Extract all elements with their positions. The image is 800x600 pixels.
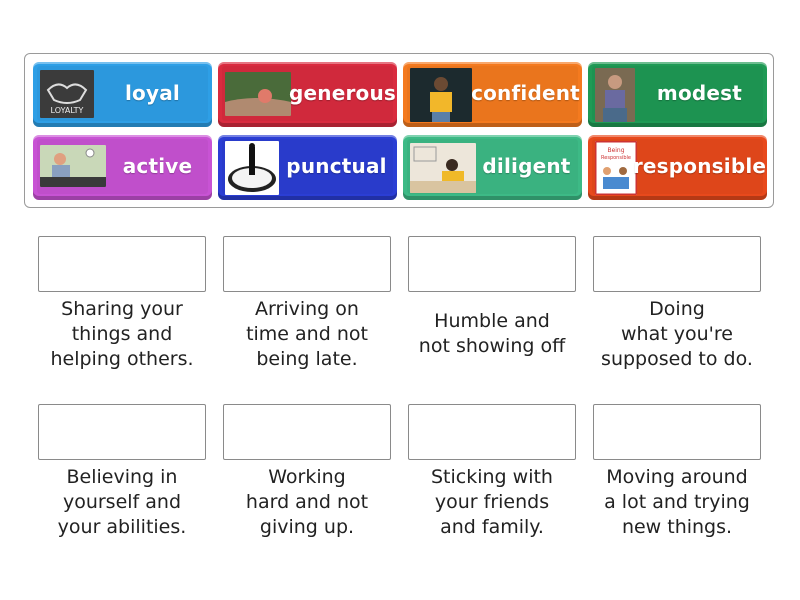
tile-label: generous: [288, 80, 397, 105]
tile-label: punctual: [286, 153, 387, 178]
tile-generous[interactable]: generous: [218, 62, 397, 127]
target-description: Believing in yourself and your abilities…: [57, 465, 187, 538]
target-description: Doing what you're supposed to do.: [601, 297, 753, 370]
drop-slot[interactable]: [593, 404, 761, 460]
drop-slot[interactable]: [223, 236, 391, 292]
tile-label: diligent: [482, 153, 571, 178]
target-description: Humble and not showing off: [418, 310, 566, 357]
svg-text:LOYALTY: LOYALTY: [51, 106, 84, 115]
busy-woman-desk-image: [40, 145, 106, 187]
tile-confident[interactable]: confident: [403, 62, 582, 127]
tile-label: responsible: [632, 153, 767, 178]
drop-slot[interactable]: [38, 404, 206, 460]
drop-slot[interactable]: [408, 404, 576, 460]
person-working-desk-image: [410, 143, 476, 193]
tile-label: active: [122, 153, 193, 178]
target-description: Sharing your things and helping others.: [50, 297, 194, 370]
man-on-clock-image: [225, 141, 279, 195]
target-description: Sticking with your friends and family.: [431, 465, 553, 538]
tile-modest[interactable]: modest: [588, 62, 767, 127]
tile-label: loyal: [125, 80, 180, 105]
modest-woman-image: [595, 68, 635, 122]
drop-slot[interactable]: [223, 404, 391, 460]
tile-label: modest: [656, 80, 743, 105]
drop-slot[interactable]: [38, 236, 206, 292]
drop-slot[interactable]: [593, 236, 761, 292]
target-description: Moving around a lot and trying new thing…: [604, 465, 750, 538]
svg-text:Being: Being: [607, 147, 624, 154]
tile-loyal[interactable]: LOYALTY loyal: [33, 62, 212, 127]
target-description: Arriving on time and not being late.: [246, 297, 368, 370]
tile-active[interactable]: active: [33, 135, 212, 200]
confident-woman-image: [410, 68, 472, 122]
tile-diligent[interactable]: diligent: [403, 135, 582, 200]
tile-punctual[interactable]: punctual: [218, 135, 397, 200]
loyalty-handshake-image: LOYALTY: [40, 70, 94, 118]
target-description: Working hard and not giving up.: [245, 465, 369, 538]
svg-text:Responsible: Responsible: [601, 155, 631, 161]
hands-giving-apple-image: [225, 72, 291, 116]
tile-label: confident: [471, 80, 580, 105]
drop-slot[interactable]: [408, 236, 576, 292]
